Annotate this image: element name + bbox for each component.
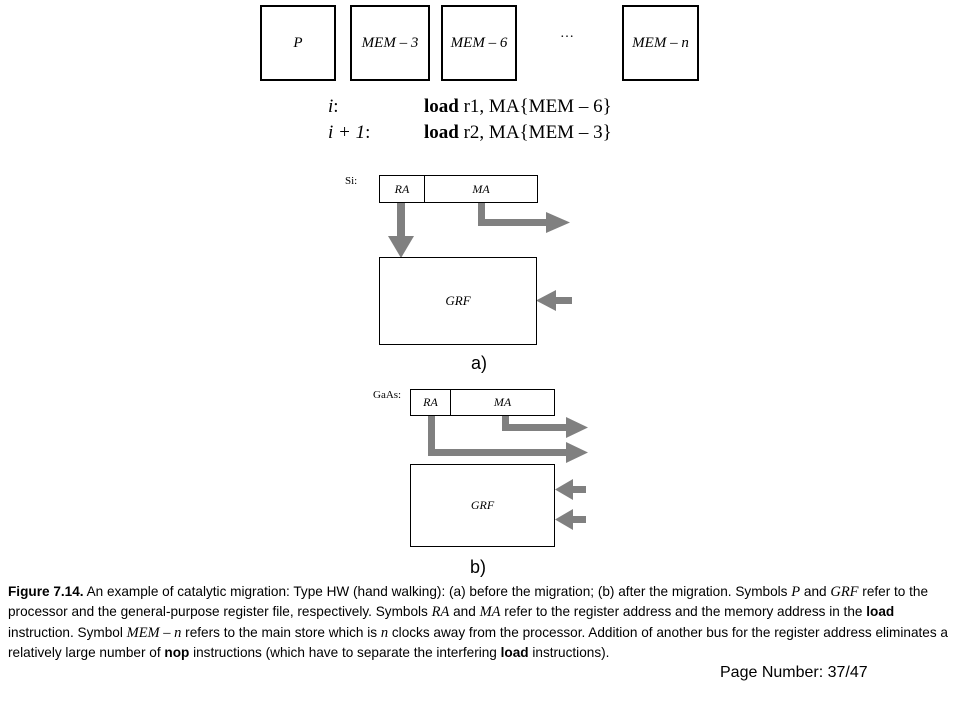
b-grf-box: GRF [410, 464, 555, 547]
caption-nop: nop [164, 645, 190, 661]
instruction-1-op: load [424, 96, 459, 117]
mem-3-box: MEM – 3 [350, 5, 430, 81]
caption-symbol-n: n [380, 624, 389, 641]
a-grf-input-head [536, 290, 556, 311]
caption-load-1: load [866, 604, 895, 620]
b-ra-arrow-vertical [428, 414, 435, 456]
caption-symbol-grf: GRF [830, 584, 859, 600]
a-ra-arrow-head [388, 236, 414, 258]
instruction-1-index: i [328, 96, 334, 117]
b-ra-arrow-horizontal [428, 449, 568, 456]
a-ma-field: MA [472, 181, 490, 196]
caption-symbol-ma: MA [479, 604, 501, 621]
caption-text-8: clocks away from the processor. Addition… [8, 624, 948, 661]
caption-text-1: An example of catalytic migration: Type … [83, 584, 792, 599]
b-grf-label: GRF [470, 498, 495, 512]
mem-n-label: MEM – n [632, 34, 689, 51]
a-grf-label: GRF [445, 293, 471, 308]
caption-symbol-ra: RA [431, 604, 450, 621]
caption-text-3: refer to the processor and the general-p… [8, 584, 929, 620]
b-ra-arrow-head [566, 442, 588, 463]
b-grf-input-2-shaft [570, 516, 586, 523]
a-ma-arrow-horizontal [478, 219, 548, 226]
a-ma-arrow-vertical [478, 202, 485, 226]
instruction-2: i + 1: load r2, MA{MEM – 3} [328, 122, 612, 144]
caption-text-6: instruction. Symbol [8, 624, 127, 640]
instruction-1: i: load r1, MA{MEM – 6} [328, 96, 612, 118]
b-ma-field: MA [493, 395, 512, 409]
caption-load-2: load [500, 645, 529, 661]
b-ma-arrow-vertical [502, 414, 509, 431]
b-ma-arrow-horizontal [502, 424, 568, 431]
a-grf-input-shaft [554, 297, 572, 304]
instruction-1-colon: : [333, 96, 339, 117]
mem-6-label: MEM – 6 [450, 34, 508, 51]
mem-3-label: MEM – 3 [361, 34, 419, 51]
mem-n-box: MEM – n [622, 5, 699, 81]
a-sublabel: a) [471, 353, 488, 373]
ellipsis: … [560, 26, 574, 41]
instruction-1-operand: r1, MA{MEM – 6} [458, 96, 612, 117]
processor-label: P [293, 34, 303, 51]
a-grf-box: GRF [379, 257, 537, 345]
a-ra-arrow-shaft [397, 202, 405, 238]
caption-symbol-mem-n: MEM – n [126, 624, 182, 641]
b-grf-input-2-head [555, 509, 573, 530]
mem-6-box: MEM – 6 [441, 5, 517, 81]
b-tech-label: GaAs: [373, 389, 402, 401]
b-sublabel: b) [470, 557, 487, 577]
caption-text-7: refers to the main store which is [181, 624, 381, 640]
a-tech-label: Si: [345, 175, 358, 187]
page-number: Page Number: 37/47 [720, 664, 868, 681]
b-ra-field: RA [411, 390, 451, 415]
figure-caption: Figure 7.14. An example of catalytic mig… [8, 582, 952, 663]
instruction-2-colon: : [365, 122, 371, 143]
b-register: RA MA [410, 389, 555, 416]
caption-text-4: and [449, 604, 480, 620]
b-ma-arrow-head [566, 417, 588, 438]
caption-symbol-p: P [791, 584, 801, 600]
a-ra-field: RA [380, 176, 425, 202]
instruction-2-op: load [424, 122, 459, 143]
caption-text-10: instructions). [528, 645, 610, 661]
processor-box: P [260, 5, 336, 81]
caption-text-2: and [800, 584, 831, 599]
caption-figure-label: Figure 7.14. [8, 584, 84, 599]
b-grf-input-1-head [555, 479, 573, 500]
b-grf-input-1-shaft [570, 486, 586, 493]
caption-text-5: refer to the register address and the me… [500, 604, 867, 620]
instruction-2-operand: r2, MA{MEM – 3} [458, 122, 612, 143]
a-register: RA MA [379, 175, 538, 203]
caption-text-9: instructions (which have to separate the… [189, 645, 501, 661]
a-ma-arrow-head [546, 212, 570, 233]
instruction-2-index: i + 1 [328, 122, 366, 143]
